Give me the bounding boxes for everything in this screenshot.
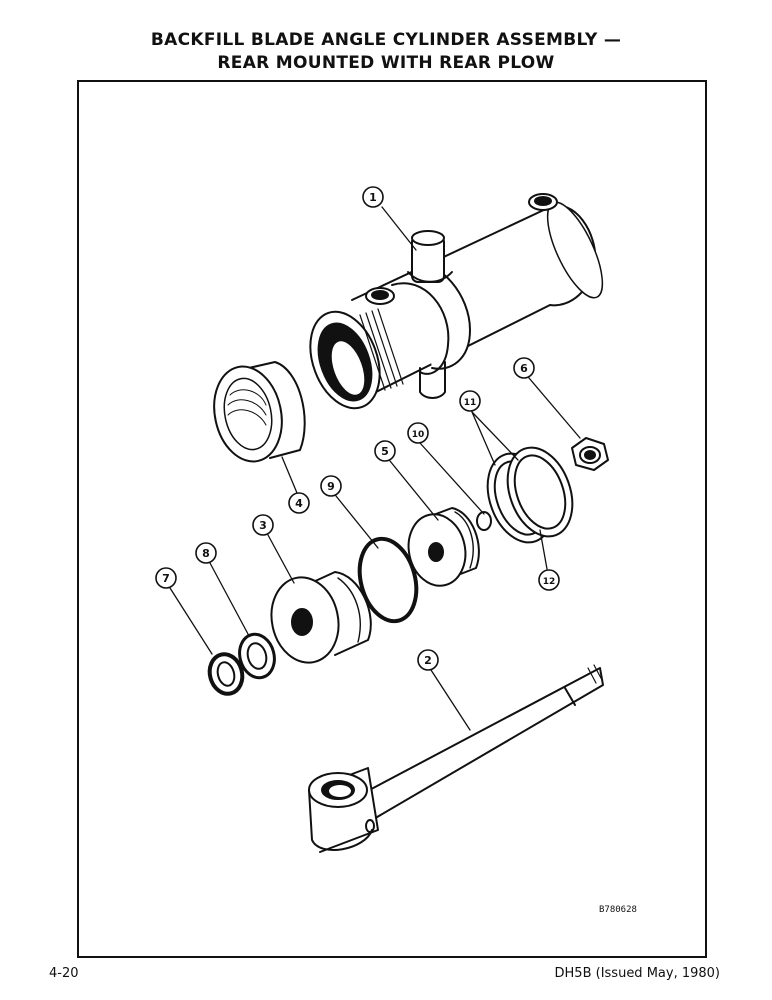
callout-circle-4 (288, 492, 310, 514)
callout-circle-10 (407, 422, 429, 444)
drawing-code: B780628 (599, 905, 637, 915)
callout-6: 6 (520, 362, 528, 375)
page-title-line-1: BACKFILL BLADE ANGLE CYLINDER ASSEMBLY — (150, 30, 622, 50)
callout-circle-1 (362, 186, 384, 208)
wiper-and-seal (207, 632, 276, 696)
large-o-ring (357, 536, 419, 624)
callout-11: 11 (464, 398, 477, 408)
callout-10: 10 (412, 430, 425, 440)
callout-1: 1 (369, 191, 377, 204)
callout-4: 4 (295, 497, 303, 510)
page-title-line-2: REAR MOUNTED WITH REAR PLOW (217, 53, 555, 73)
callout-3: 3 (259, 519, 267, 532)
piston-seal-rings (486, 446, 574, 544)
callout-circle-6 (513, 357, 535, 379)
cylinder-barrel (309, 193, 604, 410)
callout-circle-3 (252, 514, 274, 536)
cylinder-head (213, 361, 306, 463)
piston-head (270, 571, 372, 664)
callout-5: 5 (381, 445, 389, 458)
callout-2: 2 (424, 654, 432, 667)
callout-7: 7 (162, 572, 170, 585)
callout-circle-5 (374, 440, 396, 462)
callout-circle-8 (195, 542, 217, 564)
piston-rod (308, 664, 604, 853)
small-o-ring (476, 511, 492, 531)
document-reference: DH5B (Issued May, 1980) (554, 966, 720, 981)
callout-9: 9 (327, 480, 335, 493)
piston (407, 507, 480, 587)
callout-circle-7 (155, 567, 177, 589)
callout-circle-11 (459, 390, 481, 412)
callout-circle-2 (417, 649, 439, 671)
leader-lines (169, 206, 581, 731)
diagram-frame (77, 80, 707, 958)
piston-nut (571, 437, 609, 471)
callout-circle-9 (320, 475, 342, 497)
callout-circle-12 (538, 569, 560, 591)
callout-circles (155, 186, 560, 671)
page-number: 4-20 (49, 966, 79, 981)
callout-12: 12 (543, 577, 556, 587)
callout-8: 8 (202, 547, 210, 560)
